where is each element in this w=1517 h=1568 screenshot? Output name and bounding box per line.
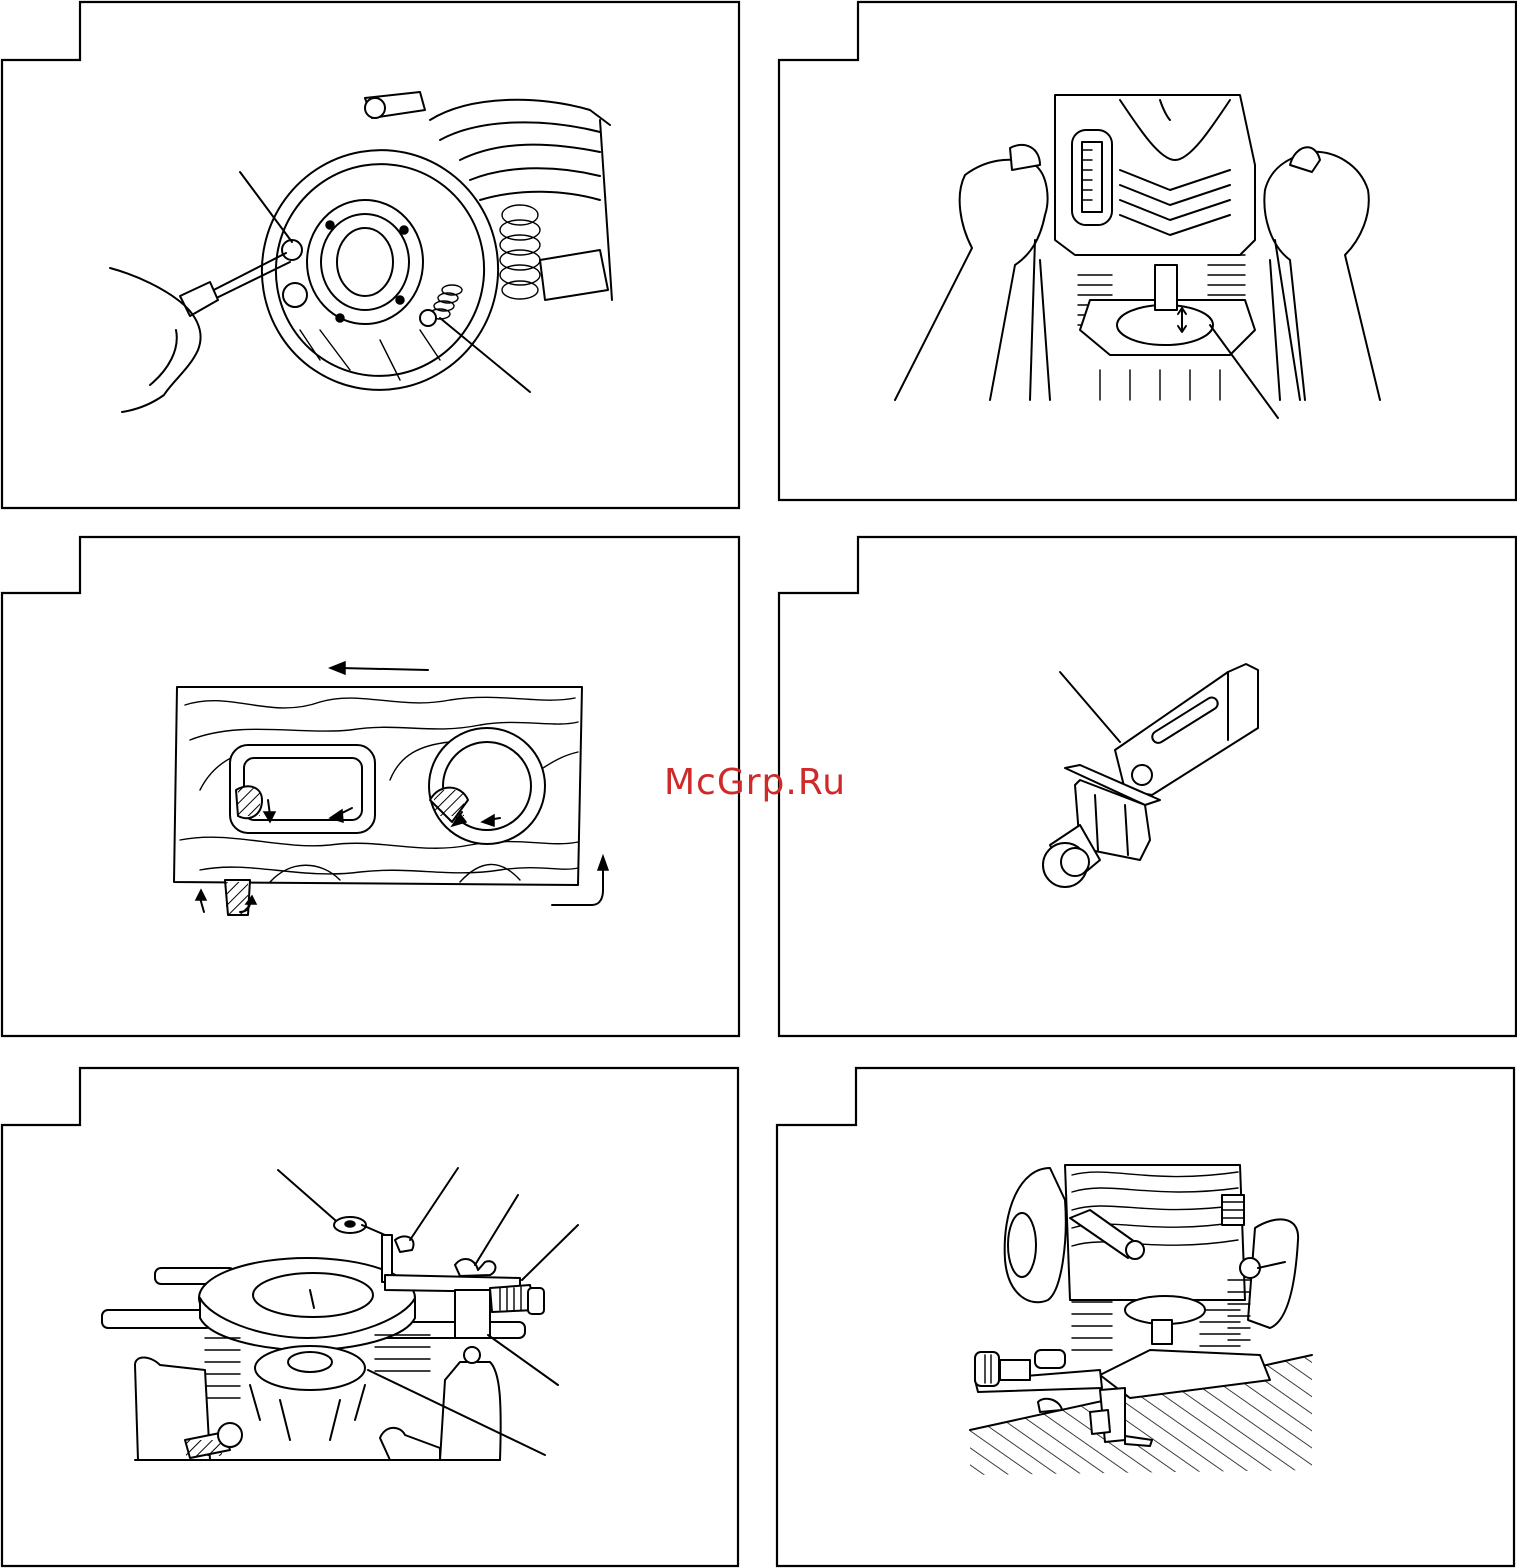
figure-5 [2,1068,738,1566]
figure-1 [2,2,739,508]
watermark-text: McGrp.Ru [664,762,846,803]
figure-3-illustration [174,662,608,915]
figure-6 [777,1068,1514,1566]
figure-2 [779,2,1516,500]
figure-4 [779,537,1516,1036]
circular-cut [429,728,545,844]
figure-3 [2,537,739,1036]
